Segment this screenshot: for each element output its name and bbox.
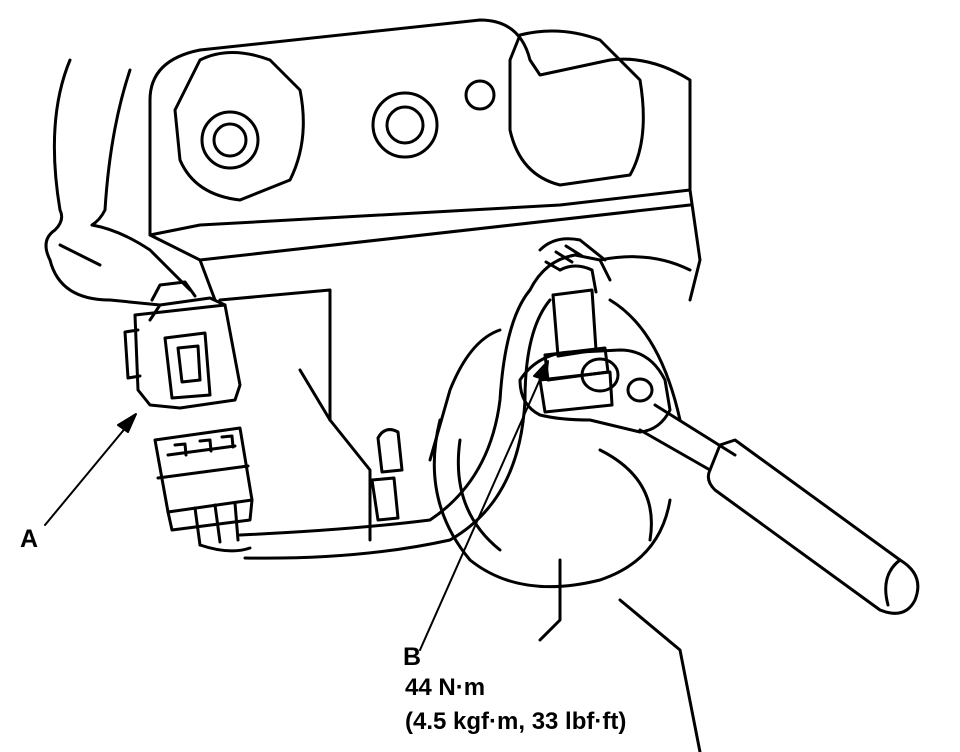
leader-lines [44, 360, 549, 651]
engine-head [148, 18, 702, 752]
leader-line-b [419, 367, 546, 651]
connector-a [123, 280, 242, 410]
leader-line-a [44, 419, 133, 526]
connector-sensor-side [153, 426, 254, 553]
leader-arrow-a [117, 413, 137, 433]
torque-spec-alt: (4.5 kgf·m, 33 lbf·ft) [405, 708, 627, 735]
torque-spec-nm: 44 N·m [405, 674, 486, 701]
harness-upper [44, 58, 192, 307]
leader-arrow-b [533, 360, 549, 381]
oxygen-sensor-b [538, 237, 614, 414]
sensor-lead-wire [238, 253, 612, 560]
sensor-socket-wrench [518, 348, 920, 615]
callout-a-label: A [20, 525, 39, 553]
callout-b-label: B [403, 643, 422, 671]
